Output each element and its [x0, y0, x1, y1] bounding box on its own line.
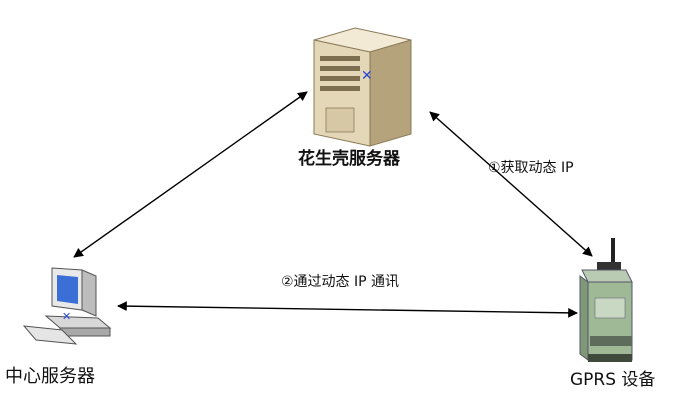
get-ip-edge-label: ①获取动态 IP [488, 160, 574, 176]
communicate-edge-label: ②通过动态 IP 通讯 [281, 274, 400, 290]
arrow-center-gprs [117, 301, 578, 318]
center-server-label: 中心服务器 [5, 366, 95, 387]
svg-text:✕: ✕ [361, 68, 373, 84]
dns-server-label: 花生壳服务器 [298, 149, 400, 169]
gprs-modem-icon [579, 238, 633, 362]
desktop-computer-icon: ✕ [22, 267, 112, 345]
arrow-dns-center [73, 91, 308, 258]
gprs-device-label: GPRS 设备 [570, 370, 656, 390]
arrow-dns-gprs [429, 111, 593, 257]
tower-server-icon: ✕ [313, 27, 412, 147]
svg-text:✕: ✕ [62, 310, 71, 323]
